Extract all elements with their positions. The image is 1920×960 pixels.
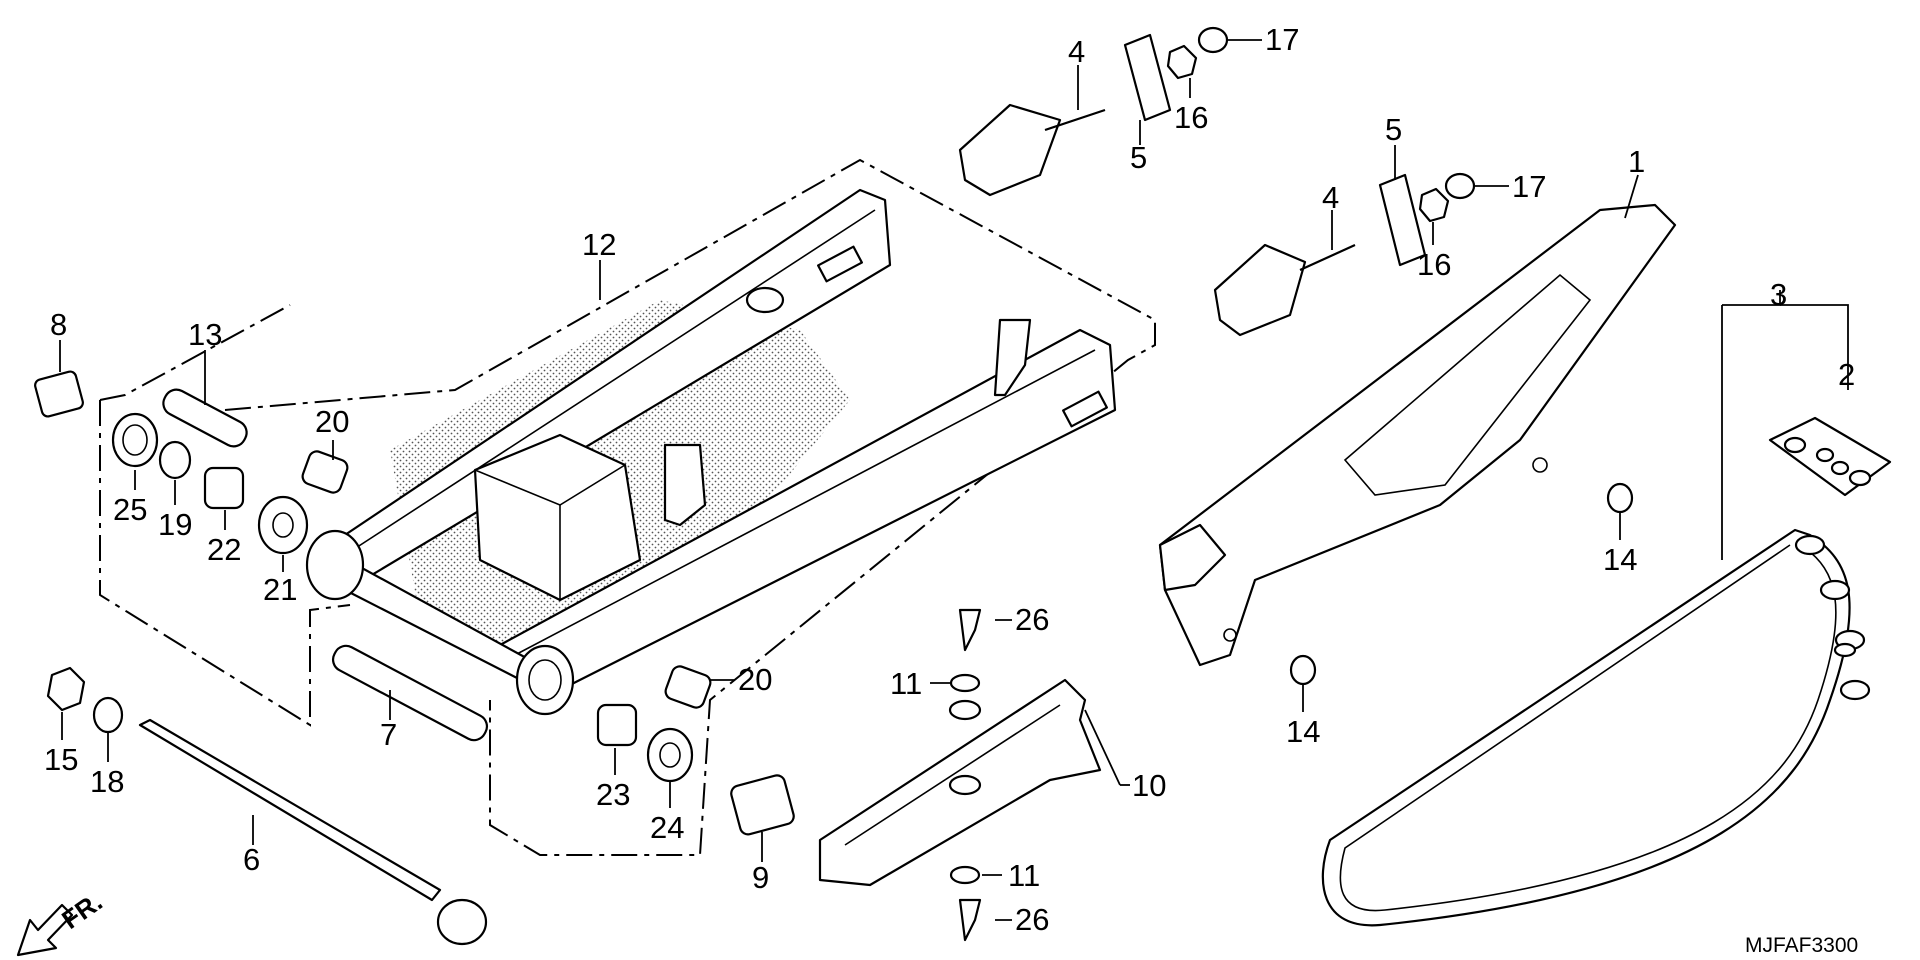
callout-1: 1 (1628, 144, 1645, 179)
callout-12: 12 (582, 227, 616, 262)
callout-13: 13 (188, 317, 222, 352)
callout-6: 6 (243, 842, 260, 877)
swingarm (305, 188, 1117, 716)
callout-11-upper: 11 (890, 666, 922, 701)
callout-20-lower: 20 (738, 662, 772, 697)
callout-4-lower: 4 (1322, 180, 1339, 215)
callout-7: 7 (380, 717, 397, 752)
callout-5-upper: 5 (1130, 140, 1147, 175)
callout-2: 2 (1838, 357, 1855, 392)
chain-links-detail (1794, 534, 1871, 701)
callout-9: 9 (752, 860, 769, 895)
callout-15: 15 (44, 742, 78, 777)
callout-17-lower: 17 (1512, 169, 1546, 204)
hardware (34, 26, 1634, 946)
front-label: FR. (56, 886, 108, 935)
leader-lines (59, 39, 1849, 921)
assembly-boundary-lines (99, 158, 1156, 856)
callout-26-upper: 26 (1015, 602, 1049, 637)
callout-11-lower: 11 (1008, 858, 1040, 893)
callout-25: 25 (113, 492, 147, 527)
callout-26-lower: 26 (1015, 902, 1049, 937)
callout-5-lower: 5 (1385, 112, 1402, 147)
callout-labels: 1 2 3 4 4 5 5 6 7 8 9 10 11 11 12 13 14 … (44, 22, 1855, 937)
front-direction-indicator: FR. (16, 886, 108, 957)
callout-24: 24 (650, 810, 684, 845)
chain-joint-kit (1768, 416, 1892, 497)
front-arrow-icon (16, 903, 74, 957)
callout-14-left: 14 (1286, 714, 1320, 749)
callout-14-right: 14 (1603, 542, 1637, 577)
chain-case (1158, 203, 1677, 667)
callout-23: 23 (596, 777, 630, 812)
callout-22: 22 (207, 532, 241, 567)
diagram-code: MJFAF3300 (1745, 934, 1858, 957)
callout-21: 21 (263, 572, 297, 607)
drive-chain (1321, 528, 1871, 927)
callout-17-upper: 17 (1265, 22, 1299, 57)
callout-16-upper: 16 (1174, 100, 1208, 135)
callout-8: 8 (50, 307, 67, 342)
callout-16-lower: 16 (1417, 247, 1451, 282)
callout-4-upper: 4 (1068, 34, 1085, 69)
callout-19: 19 (158, 507, 192, 542)
callout-3: 3 (1770, 277, 1787, 312)
chain-slider (818, 678, 1102, 887)
callout-20-upper: 20 (315, 404, 349, 439)
callout-18: 18 (90, 764, 124, 799)
callout-10: 10 (1132, 768, 1166, 803)
